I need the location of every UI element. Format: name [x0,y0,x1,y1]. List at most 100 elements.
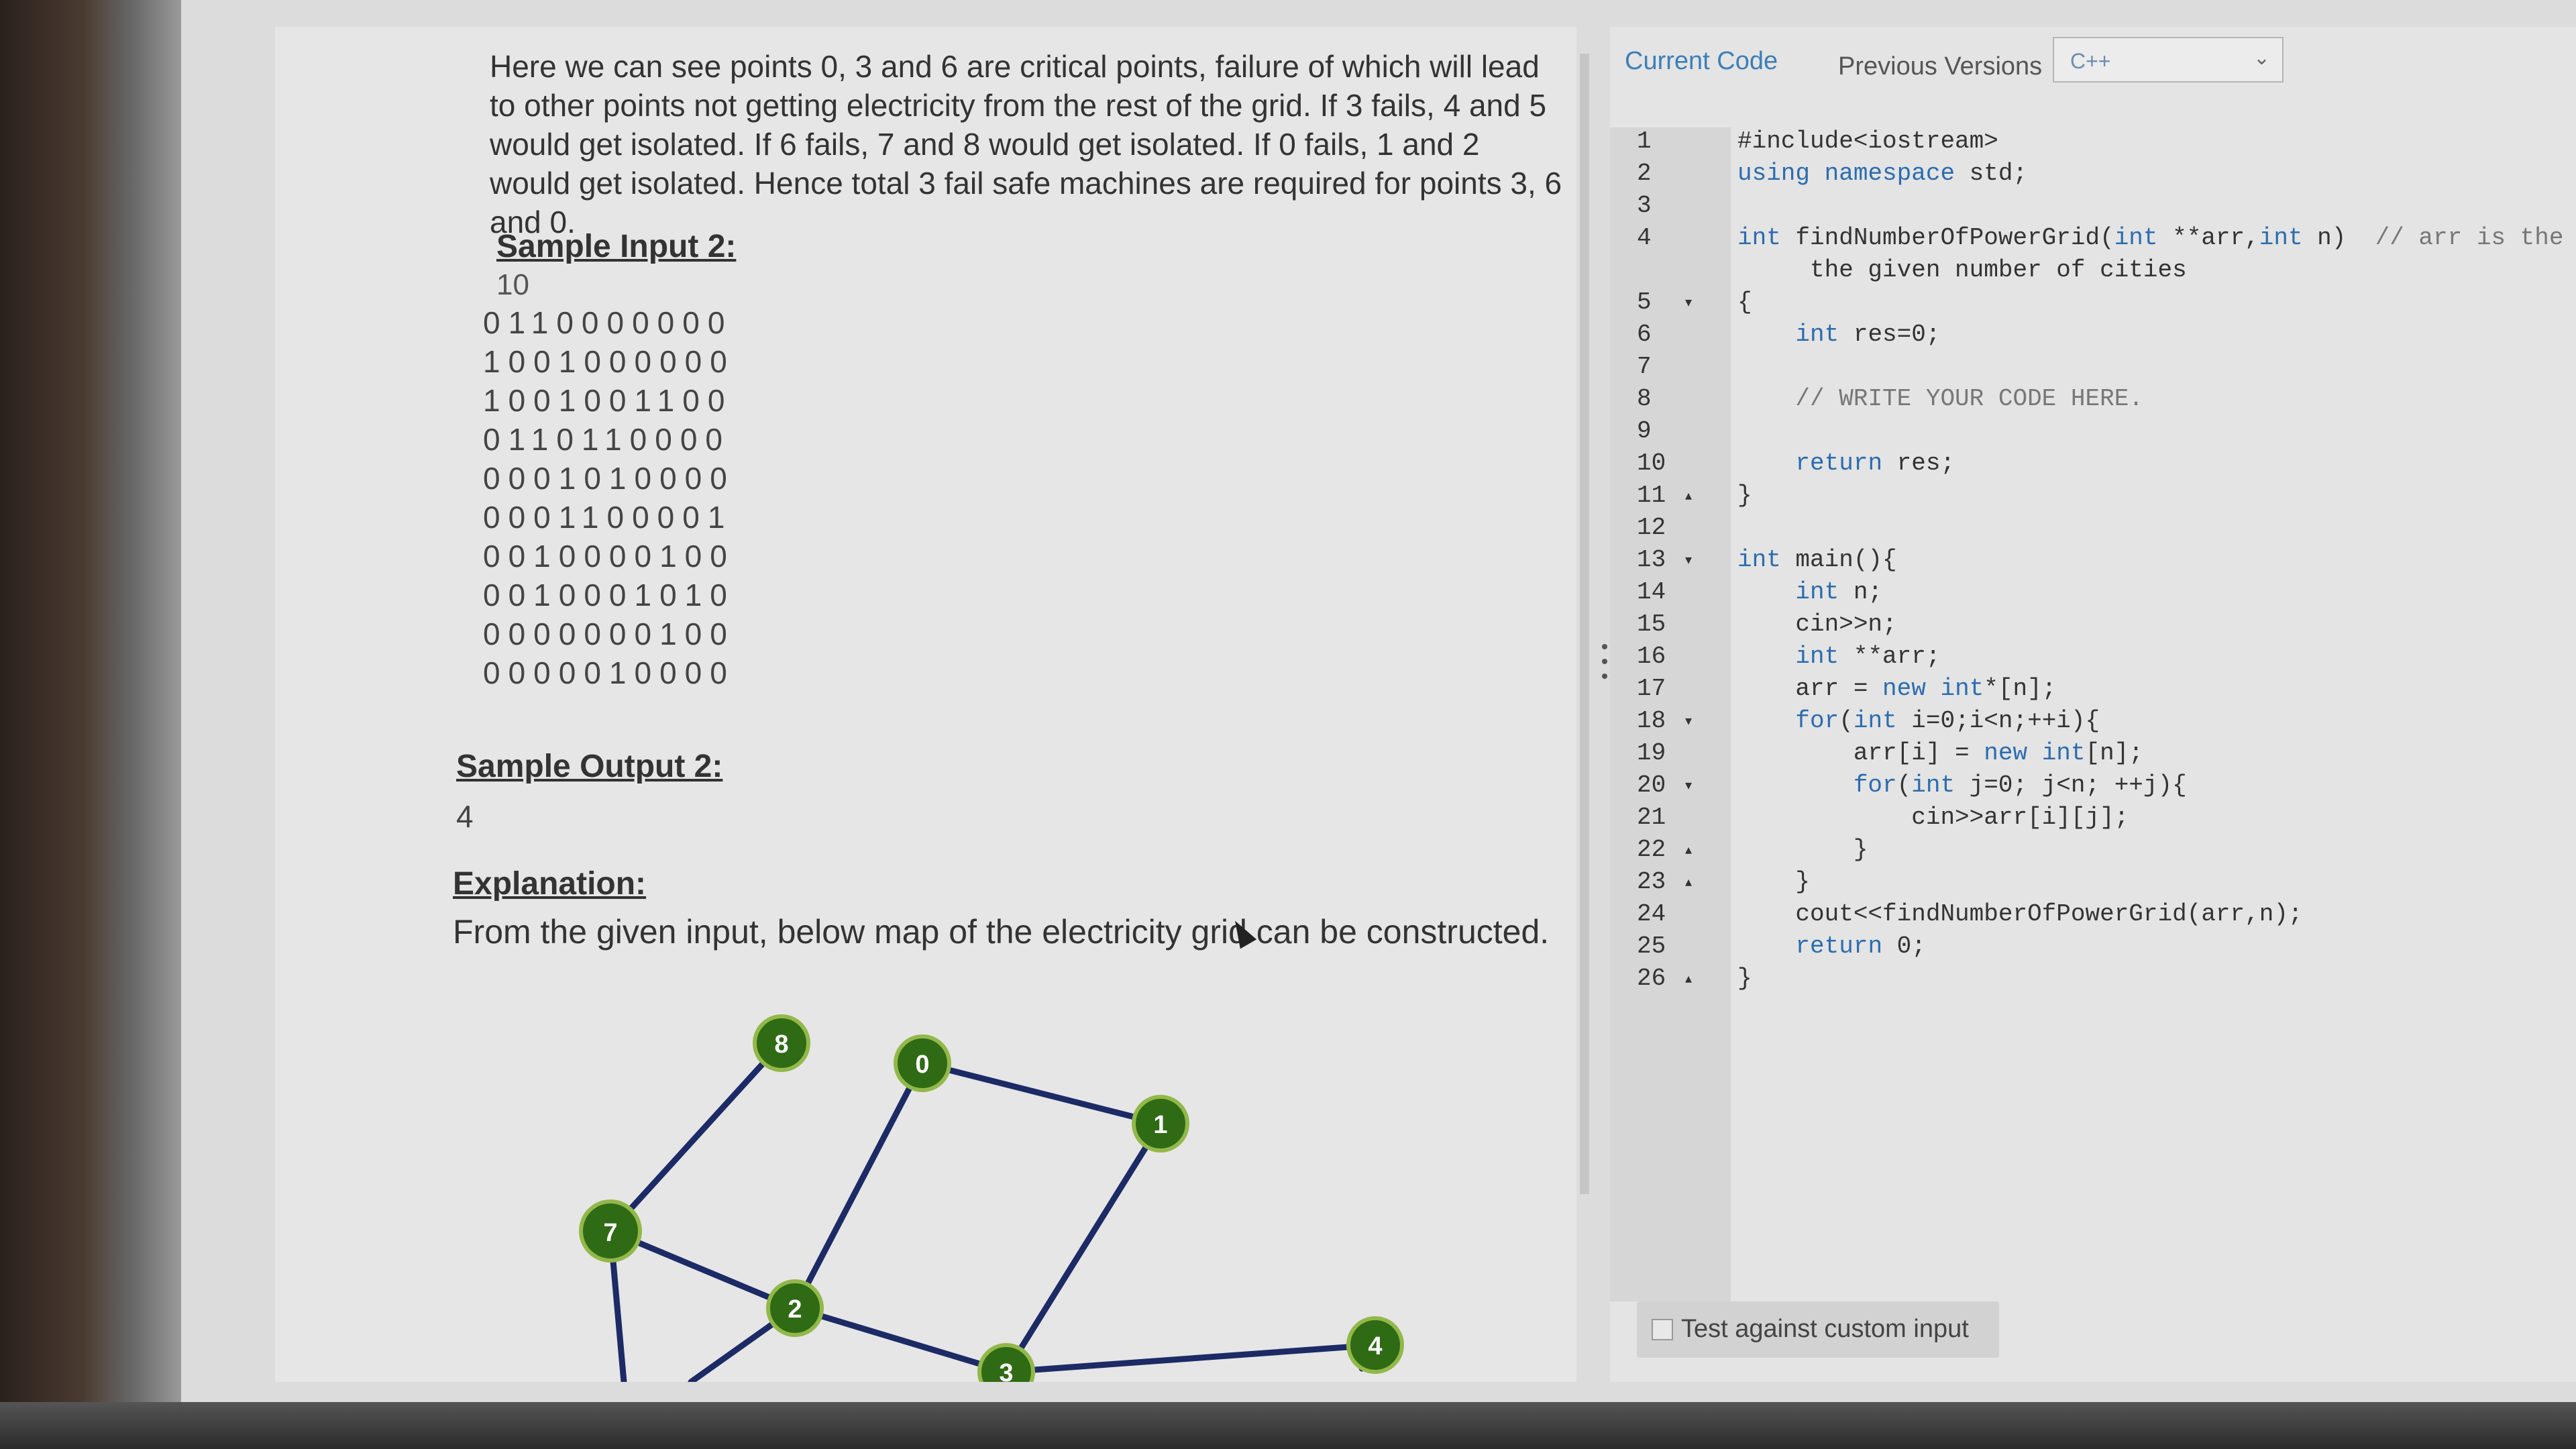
code-text: #include<iostream> [1737,127,1998,155]
line-number: 8 [1637,385,1652,413]
matrix-row: 0001010000 [483,461,735,496]
code-text: int main(){ [1737,546,1897,574]
line-number: 13 [1637,546,1666,574]
sample-output-value: 4 [456,799,474,834]
screen: Here we can see points 0, 3 and 6 are cr… [181,0,2576,1402]
grid-edge [919,1060,1164,1127]
fold-toggle-icon[interactable]: ▾ [1685,296,1693,311]
grid-edge [792,1305,1010,1375]
grid-edge [607,1228,798,1311]
grid-edge [1003,1120,1164,1375]
node-label: 4 [1368,1332,1382,1360]
custom-input-label: Test against custom input [1681,1315,1969,1343]
code-text: return 0; [1795,932,1926,960]
grid-node-7: 7 [579,1199,642,1263]
line-number: 25 [1637,932,1666,960]
fold-toggle-icon[interactable]: ▴ [1685,972,1693,987]
tab-current-code[interactable]: Current Code [1625,47,1778,75]
line-number: 18 [1637,707,1666,735]
line-number: 26 [1637,965,1666,992]
line-number: 9 [1637,417,1652,445]
node-label: 2 [788,1295,802,1324]
line-number: 17 [1637,675,1666,702]
grid-edge [607,1040,785,1234]
code-text: arr[i] = new int[n]; [1737,739,2143,767]
grid-node-3: 3 [977,1343,1035,1382]
grid-node-4: 4 [1346,1316,1404,1374]
node-label: 8 [774,1030,788,1059]
code-text: cin>>n; [1737,610,1897,638]
fold-toggle-icon[interactable]: ▴ [1685,489,1693,504]
power-grid-diagram: 8 0 1 7 2 3 4 [579,1014,1404,1382]
matrix-row: 0110000000 [483,305,733,340]
line-number: 15 [1637,610,1666,638]
fold-toggle-icon[interactable]: ▴ [1685,843,1693,859]
checkbox-icon [1652,1319,1673,1340]
matrix-row: 1001001100 [483,383,733,418]
code-text: int n; [1795,578,1883,606]
code-text: int findNumberOfPowerGrid(int **arr,int … [1737,224,2564,252]
line-number: 6 [1637,321,1652,348]
line-number: 14 [1637,578,1666,606]
language-select-value: C++ [2070,49,2111,73]
line-number-gutter [1610,127,1731,1301]
matrix-row: 0001100001 [483,500,733,535]
laptop-bezel-left [0,0,181,1449]
custom-input-checkbox[interactable]: Test against custom input [1637,1301,1999,1358]
grid-node-1: 1 [1132,1095,1189,1152]
line-number: 1 [1637,127,1652,155]
line-number: 5 [1637,288,1652,316]
sample-input-matrix: 0110000000 1001000000 1001001100 0110110… [483,303,735,692]
matrix-row: 0010001010 [483,578,735,612]
fold-toggle-icon[interactable]: ▾ [1685,714,1693,730]
line-number: 21 [1637,804,1666,831]
line-number: 7 [1637,353,1652,380]
line-number: 23 [1637,868,1666,896]
line-number: 24 [1637,900,1666,928]
line-number: 4 [1637,224,1652,252]
code-text: // WRITE YOUR CODE HERE. [1795,385,2143,413]
fold-toggle-icon[interactable]: ▴ [1685,875,1693,891]
resize-handle[interactable] [1602,644,1607,688]
matrix-row: 0000010000 [483,655,735,690]
code-text: arr = new int*[n]; [1737,675,2057,702]
line-number: 3 [1637,192,1652,219]
code-text: for(int j=0; j<n; ++j){ [1853,771,2187,799]
chevron-down-icon: ⌄ [2253,47,2270,69]
line-number: 20 [1637,771,1666,799]
code-text: } [1737,965,1752,992]
node-label: 1 [1153,1111,1167,1139]
grid-edge [1003,1342,1379,1375]
code-text: the given number of cities [1737,256,2187,284]
code-text: return res; [1795,449,1955,477]
editor-tabs: Current Code Previous Versions C++ ⌄ [1610,27,2576,87]
grid-node-8: 8 [753,1014,810,1072]
node-label: 0 [915,1051,929,1079]
matrix-row: 1001000000 [483,344,735,379]
code-text: } [1737,868,1811,896]
code-text: cout<<findNumberOfPowerGrid(arr,n); [1737,900,2303,928]
node-label: 3 [999,1359,1013,1382]
laptop-bezel-bottom [0,1402,2576,1449]
code-text: using namespace std; [1737,160,2028,187]
panel-divider [1580,54,1589,1194]
code-text: } [1737,482,1752,509]
matrix-row: 0110110000 [483,422,731,457]
tab-previous-versions[interactable]: Previous Versions [1838,52,2043,80]
line-number: 11 [1637,482,1666,509]
code-text: } [1737,836,1868,863]
code-text: cin>>arr[i][j]; [1737,804,2129,831]
grid-node-2: 2 [766,1279,824,1337]
grid-edge [792,1060,926,1311]
code-text: int res=0; [1795,321,1941,348]
node-label: 7 [603,1219,617,1247]
code-text: for(int i=0;i<n;++i){ [1795,707,2100,735]
code-text: int **arr; [1795,643,1941,670]
fold-toggle-icon[interactable]: ▾ [1685,779,1693,794]
sample-input-n: 10 [496,268,529,301]
fold-toggle-icon[interactable]: ▾ [1685,553,1693,569]
problem-panel: Here we can see points 0, 3 and 6 are cr… [275,27,1576,1382]
language-select[interactable]: C++ ⌄ [2053,37,2284,83]
explanation-paragraph: Here we can see points 0, 3 and 6 are cr… [490,49,1562,239]
matrix-row: 0000000100 [483,616,735,651]
